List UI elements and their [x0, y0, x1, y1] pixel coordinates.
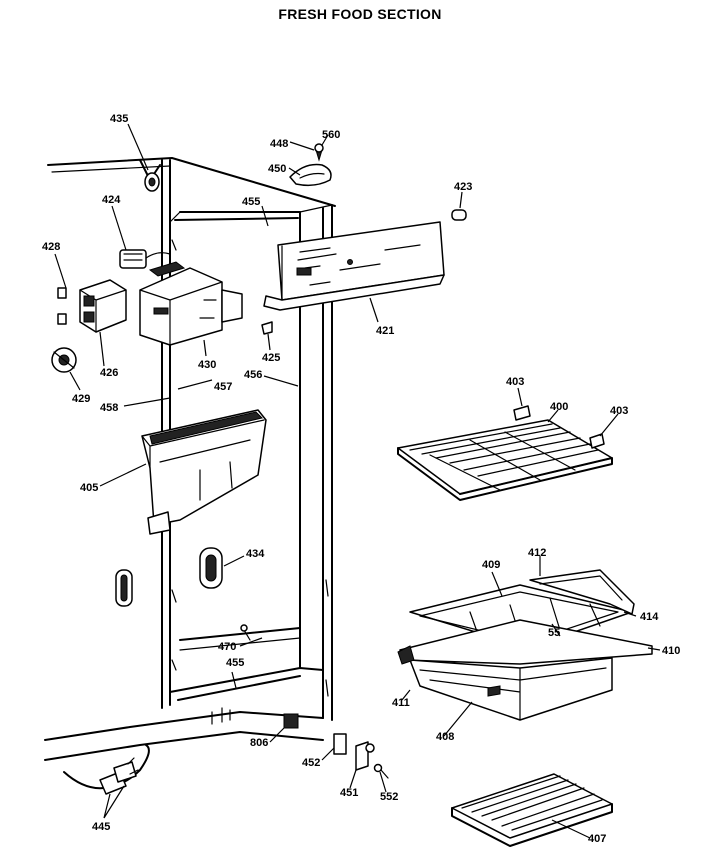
part-423-plug: [451, 191, 467, 221]
label-434: 434: [246, 548, 265, 560]
part-424-light-socket: [111, 205, 171, 269]
label-448: 448: [270, 138, 288, 150]
part-445-power-cord: [63, 744, 150, 819]
label-457: 457: [214, 381, 232, 393]
part-426-428-housing: [54, 253, 127, 367]
label-403-a: 403: [506, 376, 524, 388]
part-806-clip: [269, 713, 299, 743]
label-414: 414: [640, 611, 659, 623]
label-430: 430: [198, 359, 216, 371]
label-445: 445: [92, 821, 110, 833]
label-435: 435: [110, 113, 128, 125]
label-407: 407: [588, 833, 606, 845]
label-411: 411: [392, 697, 410, 709]
label-455-bottom: 455: [226, 657, 244, 669]
label-470: 470: [218, 641, 236, 653]
label-408: 408: [436, 731, 454, 743]
part-407-wire-shelf: [451, 773, 613, 847]
part-labels: 435 448 560 450 423 424 455 428 426 430 …: [42, 113, 680, 845]
part-405-duct-cover: [99, 409, 267, 535]
leader-456: [263, 375, 299, 387]
part-400-wire-shelf: [397, 409, 613, 501]
leader-458: [123, 397, 171, 407]
part-429-knob: [51, 347, 81, 391]
part-430-control-box: [139, 261, 243, 357]
label-560: 560: [322, 129, 340, 141]
part-434-grommet: [199, 547, 245, 589]
label-405: 405: [80, 482, 98, 494]
part-435-knob: [127, 123, 161, 192]
label-425: 425: [262, 352, 280, 364]
label-458: 458: [100, 402, 118, 414]
label-426: 426: [100, 367, 118, 379]
part-450-light-cover: [288, 134, 332, 187]
label-403-b: 403: [610, 405, 628, 417]
part-421-control-panel: [263, 221, 445, 323]
label-456: 456: [244, 369, 262, 381]
part-408-crisper-drawer: [397, 556, 661, 737]
part-470-head: [240, 624, 248, 632]
leader-455-top: [261, 205, 269, 227]
label-450: 450: [268, 163, 286, 175]
label-412: 412: [528, 547, 546, 559]
leader-457: [177, 379, 213, 390]
label-806: 806: [250, 737, 268, 749]
label-429: 429: [72, 393, 90, 405]
label-451: 451: [340, 787, 358, 799]
label-423: 423: [454, 181, 472, 193]
label-421: 421: [376, 325, 394, 337]
part-425-clip: [261, 321, 273, 351]
label-410: 410: [662, 645, 680, 657]
part-451-452-hinge: [321, 733, 389, 793]
leader-455-bottom: [231, 671, 237, 689]
label-409: 409: [482, 559, 500, 571]
leader-470: [239, 637, 263, 647]
diagram-title: FRESH FOOD SECTION: [278, 6, 442, 22]
label-55: 55: [548, 627, 560, 639]
label-455-top: 455: [242, 196, 260, 208]
part-403-brackets: [513, 387, 619, 449]
part-470-pin: [243, 629, 251, 641]
label-428: 428: [42, 241, 60, 253]
label-400: 400: [550, 401, 568, 413]
label-452: 452: [302, 757, 320, 769]
label-552: 552: [380, 791, 398, 803]
label-424: 424: [102, 194, 121, 206]
